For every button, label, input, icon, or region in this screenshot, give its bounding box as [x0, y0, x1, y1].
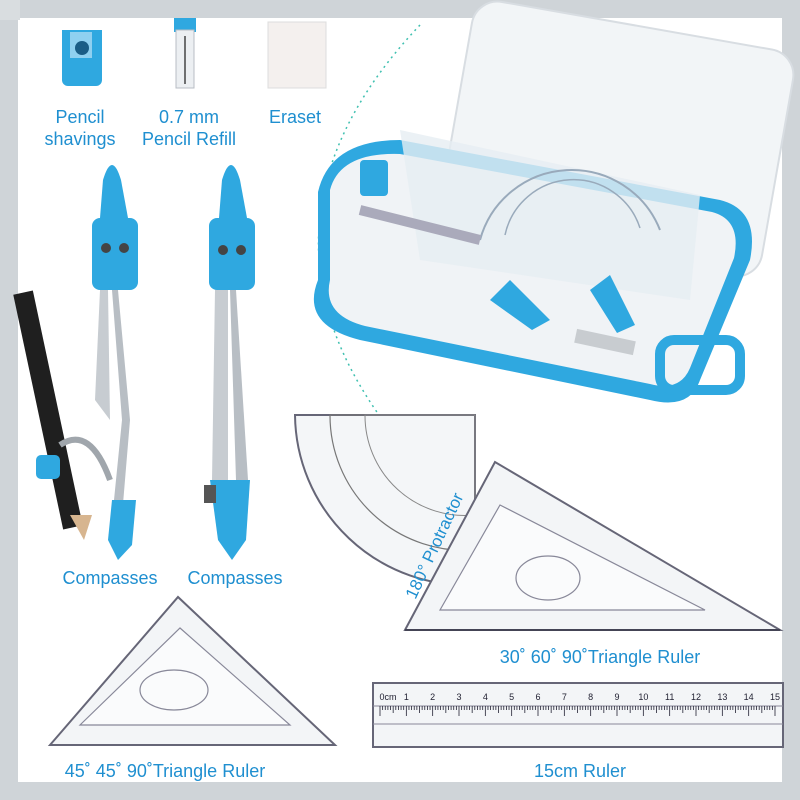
label-compasses-left: Compasses — [62, 568, 158, 588]
ruler-tick-label: 0cm — [379, 692, 396, 702]
ruler-tick-label: 7 — [562, 692, 567, 702]
label-pencil-refill-line2: Pencil Refill — [141, 129, 237, 149]
label-triangle-45-45-90: 45˚ 45˚ 90˚Triangle Ruler — [64, 761, 266, 781]
label-pencil-refill-line1: 0.7 mm — [158, 107, 219, 127]
ruler-tick-label: 14 — [744, 692, 754, 702]
ruler-tick-label: 10 — [638, 692, 648, 702]
ruler-tick-label: 4 — [483, 692, 488, 702]
geometry-set-case — [313, 0, 795, 403]
label-triangle-30-60-90: 30˚ 60˚ 90˚Triangle Ruler — [499, 647, 701, 667]
ruler-tick-label: 5 — [509, 692, 514, 702]
triangle-ruler-30-60-90 — [403, 460, 784, 631]
eraser-icon — [267, 21, 327, 89]
ruler-tick-label: 8 — [588, 692, 593, 702]
ruler-tick-label: 3 — [456, 692, 461, 702]
compass-right — [204, 165, 255, 560]
label-eraset: Eraset — [268, 107, 322, 127]
ruler-tick-label: 13 — [717, 692, 727, 702]
label-pencil-shavings: Pencil shavings — [35, 106, 125, 150]
triangle-ruler-45-45-90 — [47, 595, 338, 746]
label-ruler-15cm: 15cm Ruler — [533, 761, 627, 781]
ruler-tick-label: 12 — [691, 692, 701, 702]
ruler-tick-label: 15 — [770, 692, 780, 702]
pencil-sharpener-icon — [62, 30, 102, 86]
ruler-tick-label: 6 — [535, 692, 540, 702]
ruler-tick-label: 11 — [665, 692, 674, 702]
label-pencil-shavings-line2: shavings — [44, 129, 116, 149]
pencil-refill-tube-icon — [174, 18, 196, 89]
label-pencil-refill: 0.7 mm Pencil Refill — [126, 106, 252, 150]
ruler-tick-label: 2 — [430, 692, 435, 702]
compass-left — [13, 165, 138, 560]
label-compasses-right: Compasses — [187, 568, 283, 588]
ruler-tick-label: 1 — [404, 692, 409, 702]
dotted-guide-curve — [317, 24, 421, 431]
ruler-tick-label: 9 — [614, 692, 619, 702]
label-pencil-shavings-line1: Pencil — [55, 107, 105, 127]
